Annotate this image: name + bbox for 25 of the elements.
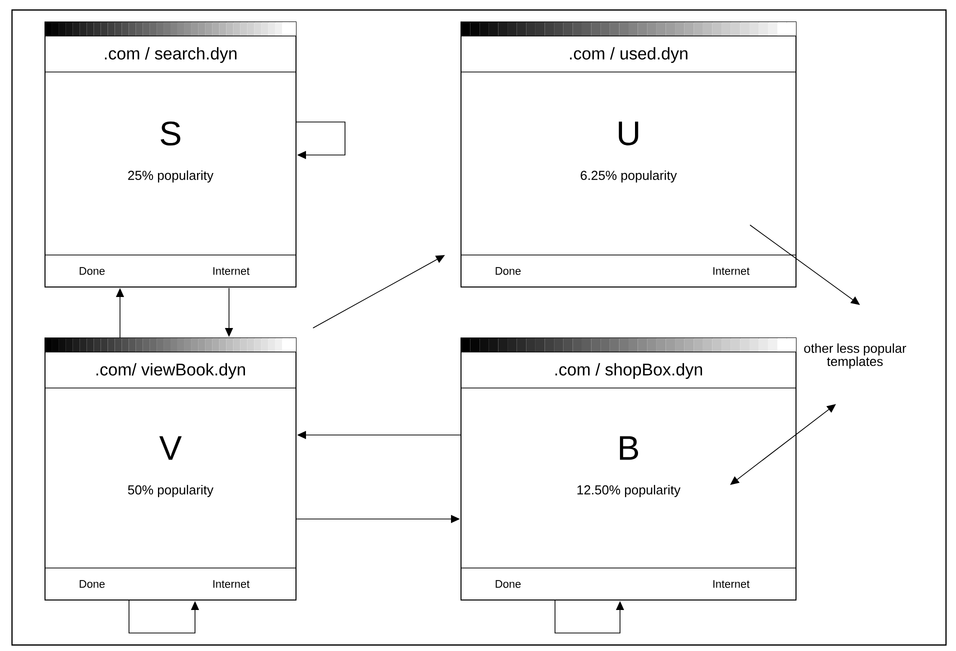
status-text: Internet	[713, 267, 750, 275]
page-letter: V	[159, 436, 182, 460]
popularity-text: 12.50% popularity	[577, 484, 680, 498]
status-text: Done	[496, 580, 521, 588]
status-text: Done	[496, 267, 521, 275]
arrow	[312, 255, 445, 328]
address-text: .com / shopBox.dyn	[555, 363, 702, 379]
arrow	[730, 404, 836, 485]
status-text: Internet	[213, 580, 250, 588]
address-text: .com/ viewBook.dyn	[96, 363, 245, 379]
arrow	[750, 224, 860, 305]
note-text: other less popular templates	[804, 343, 906, 369]
page-letter: S	[160, 121, 180, 146]
arrow	[296, 122, 346, 160]
address-text: .com / search.dyn	[104, 47, 236, 63]
status-text: Done	[80, 580, 105, 588]
popularity-text: 6.25% popularity	[580, 170, 677, 183]
status-text: Internet	[713, 580, 750, 588]
page-letter: U	[618, 122, 638, 146]
page-letter: B	[620, 436, 638, 460]
popularity-text: 25% popularity	[128, 170, 214, 183]
status-text: Done	[80, 267, 105, 275]
popularity-text: 50% popularity	[128, 484, 214, 498]
status-text: Internet	[213, 267, 250, 275]
address-text: .com / used.dyn	[570, 47, 688, 63]
